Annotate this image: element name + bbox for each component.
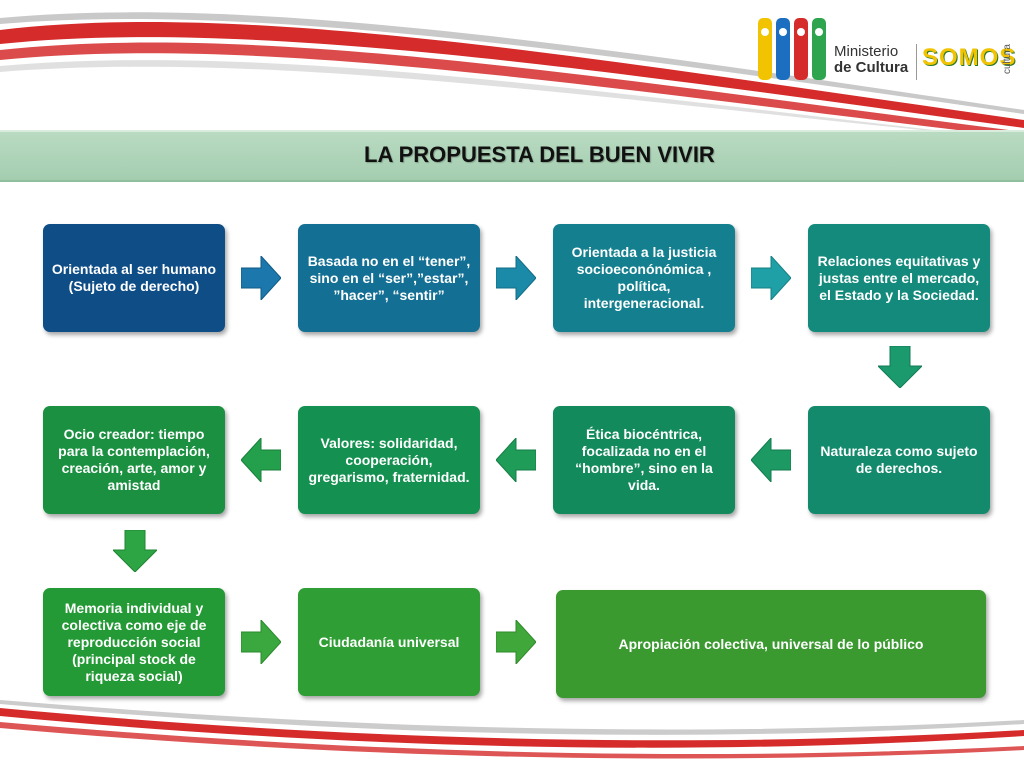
somos-brand: SOMOS bbox=[922, 44, 1017, 71]
title-bar bbox=[0, 130, 1024, 182]
footer-swoosh bbox=[0, 700, 1024, 759]
flow-box-10: Ciudadanía universal bbox=[298, 588, 480, 696]
flow-box-6: Ética biocéntrica, focalizada no en el “… bbox=[553, 406, 735, 514]
flow-box-2: Basada no en el “tener”, sino en el “ser… bbox=[298, 224, 480, 332]
ministry-line-1: Ministerio bbox=[834, 43, 899, 60]
arrow-left-icon bbox=[751, 438, 791, 482]
arrow-right-icon bbox=[496, 620, 536, 664]
slide-title: LA PROPUESTA DEL BUEN VIVIR bbox=[364, 142, 715, 167]
flow-box-4-text: Relaciones equitativas y justas entre el… bbox=[817, 252, 981, 303]
logo-figures-icon bbox=[758, 18, 826, 80]
flow-box-11: Apropiación colectiva, universal de lo p… bbox=[556, 590, 986, 698]
arrow-down-icon bbox=[878, 346, 922, 388]
flow-box-2-text: Basada no en el “tener”, sino en el “ser… bbox=[307, 252, 471, 303]
flow-box-3-text: Orientada a la justicia socioeconónómica… bbox=[571, 244, 717, 311]
flow-box-5: Naturaleza como sujeto de derechos. bbox=[808, 406, 990, 514]
ministry-line-2: de Cultura bbox=[834, 59, 909, 76]
ministry-name: Ministerio de Cultura bbox=[834, 44, 908, 76]
flow-box-5-text: Naturaleza como sujeto de derechos. bbox=[820, 443, 978, 476]
flow-box-10-text: Ciudadanía universal bbox=[318, 633, 460, 650]
flow-box-7-text: Valores: solidaridad, cooperación, grega… bbox=[308, 434, 470, 485]
flow-box-4: Relaciones equitativas y justas entre el… bbox=[808, 224, 990, 332]
flow-box-9: Memoria individual y colectiva como eje … bbox=[43, 588, 225, 696]
arrow-right-icon bbox=[241, 256, 281, 300]
arrow-left-icon bbox=[496, 438, 536, 482]
arrow-down-icon bbox=[113, 530, 157, 572]
ministry-logo: Ministerio de Cultura SOMOS cultura bbox=[756, 14, 1018, 84]
cultura-vertical-text: cultura bbox=[1002, 44, 1013, 75]
flow-box-8-text: Ocio creador: tiempo para la contemplaci… bbox=[58, 426, 210, 493]
flow-box-9-text: Memoria individual y colectiva como eje … bbox=[61, 599, 207, 684]
arrow-right-icon bbox=[496, 256, 536, 300]
flow-box-6-text: Ética biocéntrica, focalizada no en el “… bbox=[575, 426, 713, 493]
arrow-right-icon bbox=[751, 256, 791, 300]
flow-box-11-text: Apropiación colectiva, universal de lo p… bbox=[618, 635, 924, 652]
flow-box-1: Orientada al ser humano (Sujeto de derec… bbox=[43, 224, 225, 332]
flow-box-3: Orientada a la justicia socioeconónómica… bbox=[553, 224, 735, 332]
logo-divider bbox=[916, 44, 917, 80]
arrow-right-icon bbox=[241, 620, 281, 664]
flow-box-8: Ocio creador: tiempo para la contemplaci… bbox=[43, 406, 225, 514]
flow-box-1-text: Orientada al ser humano (Sujeto de derec… bbox=[51, 261, 217, 294]
arrow-left-icon bbox=[241, 438, 281, 482]
header-swoosh bbox=[0, 12, 1024, 140]
flow-box-7: Valores: solidaridad, cooperación, grega… bbox=[298, 406, 480, 514]
